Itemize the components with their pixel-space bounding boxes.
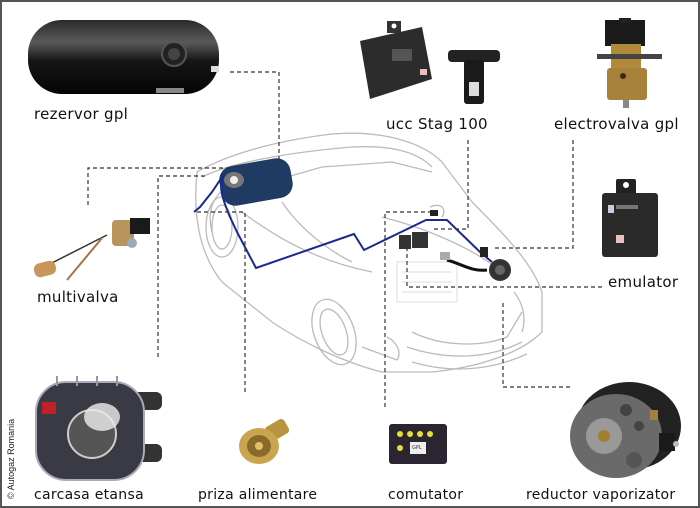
label-emulator: emulator — [608, 273, 679, 291]
switch-panel-icon — [388, 422, 448, 466]
car-tank — [219, 158, 293, 206]
label-rezervor: rezervor gpl — [34, 105, 129, 123]
reducer-vaporizer-icon — [564, 378, 689, 483]
leader-priza — [197, 211, 246, 392]
comutator-badge: GPL — [412, 445, 422, 451]
leader-comutator — [384, 211, 430, 407]
label-ucc: ucc Stag 100 — [386, 115, 488, 133]
leader-emulator — [406, 247, 602, 288]
engine-bay — [396, 261, 458, 303]
multivalve-icon — [32, 210, 157, 285]
leader-carcasa — [157, 175, 207, 357]
label-multivalva: multivalva — [37, 288, 119, 306]
leader-multivalva — [87, 167, 227, 205]
tank-icon — [26, 18, 221, 96]
filler-nozzle-icon — [234, 414, 294, 469]
label-reductor: reductor vaporizator — [526, 487, 676, 503]
leader-ucc — [432, 140, 469, 230]
gas-line — [193, 173, 493, 270]
label-carcasa: carcasa etansa — [34, 487, 144, 503]
ecu-icon — [352, 19, 442, 104]
label-electrovalva: electrovalva gpl — [554, 115, 679, 133]
label-priza: priza alimentare — [198, 487, 318, 503]
sensor-icon — [444, 46, 504, 108]
leader-reductor — [502, 302, 570, 388]
leader-rezervor — [230, 71, 280, 167]
label-comutator: comutator — [388, 487, 464, 503]
copyright-text: © Autogaz Romania — [6, 418, 16, 499]
comutator-leds — [397, 431, 433, 451]
solenoid-valve-icon — [597, 16, 662, 111]
engine-components — [399, 210, 511, 281]
emulator-box-icon — [600, 177, 660, 262]
leader-electrovalva — [492, 140, 574, 249]
leader-lines — [87, 71, 602, 407]
sealed-housing-icon — [32, 372, 167, 484]
